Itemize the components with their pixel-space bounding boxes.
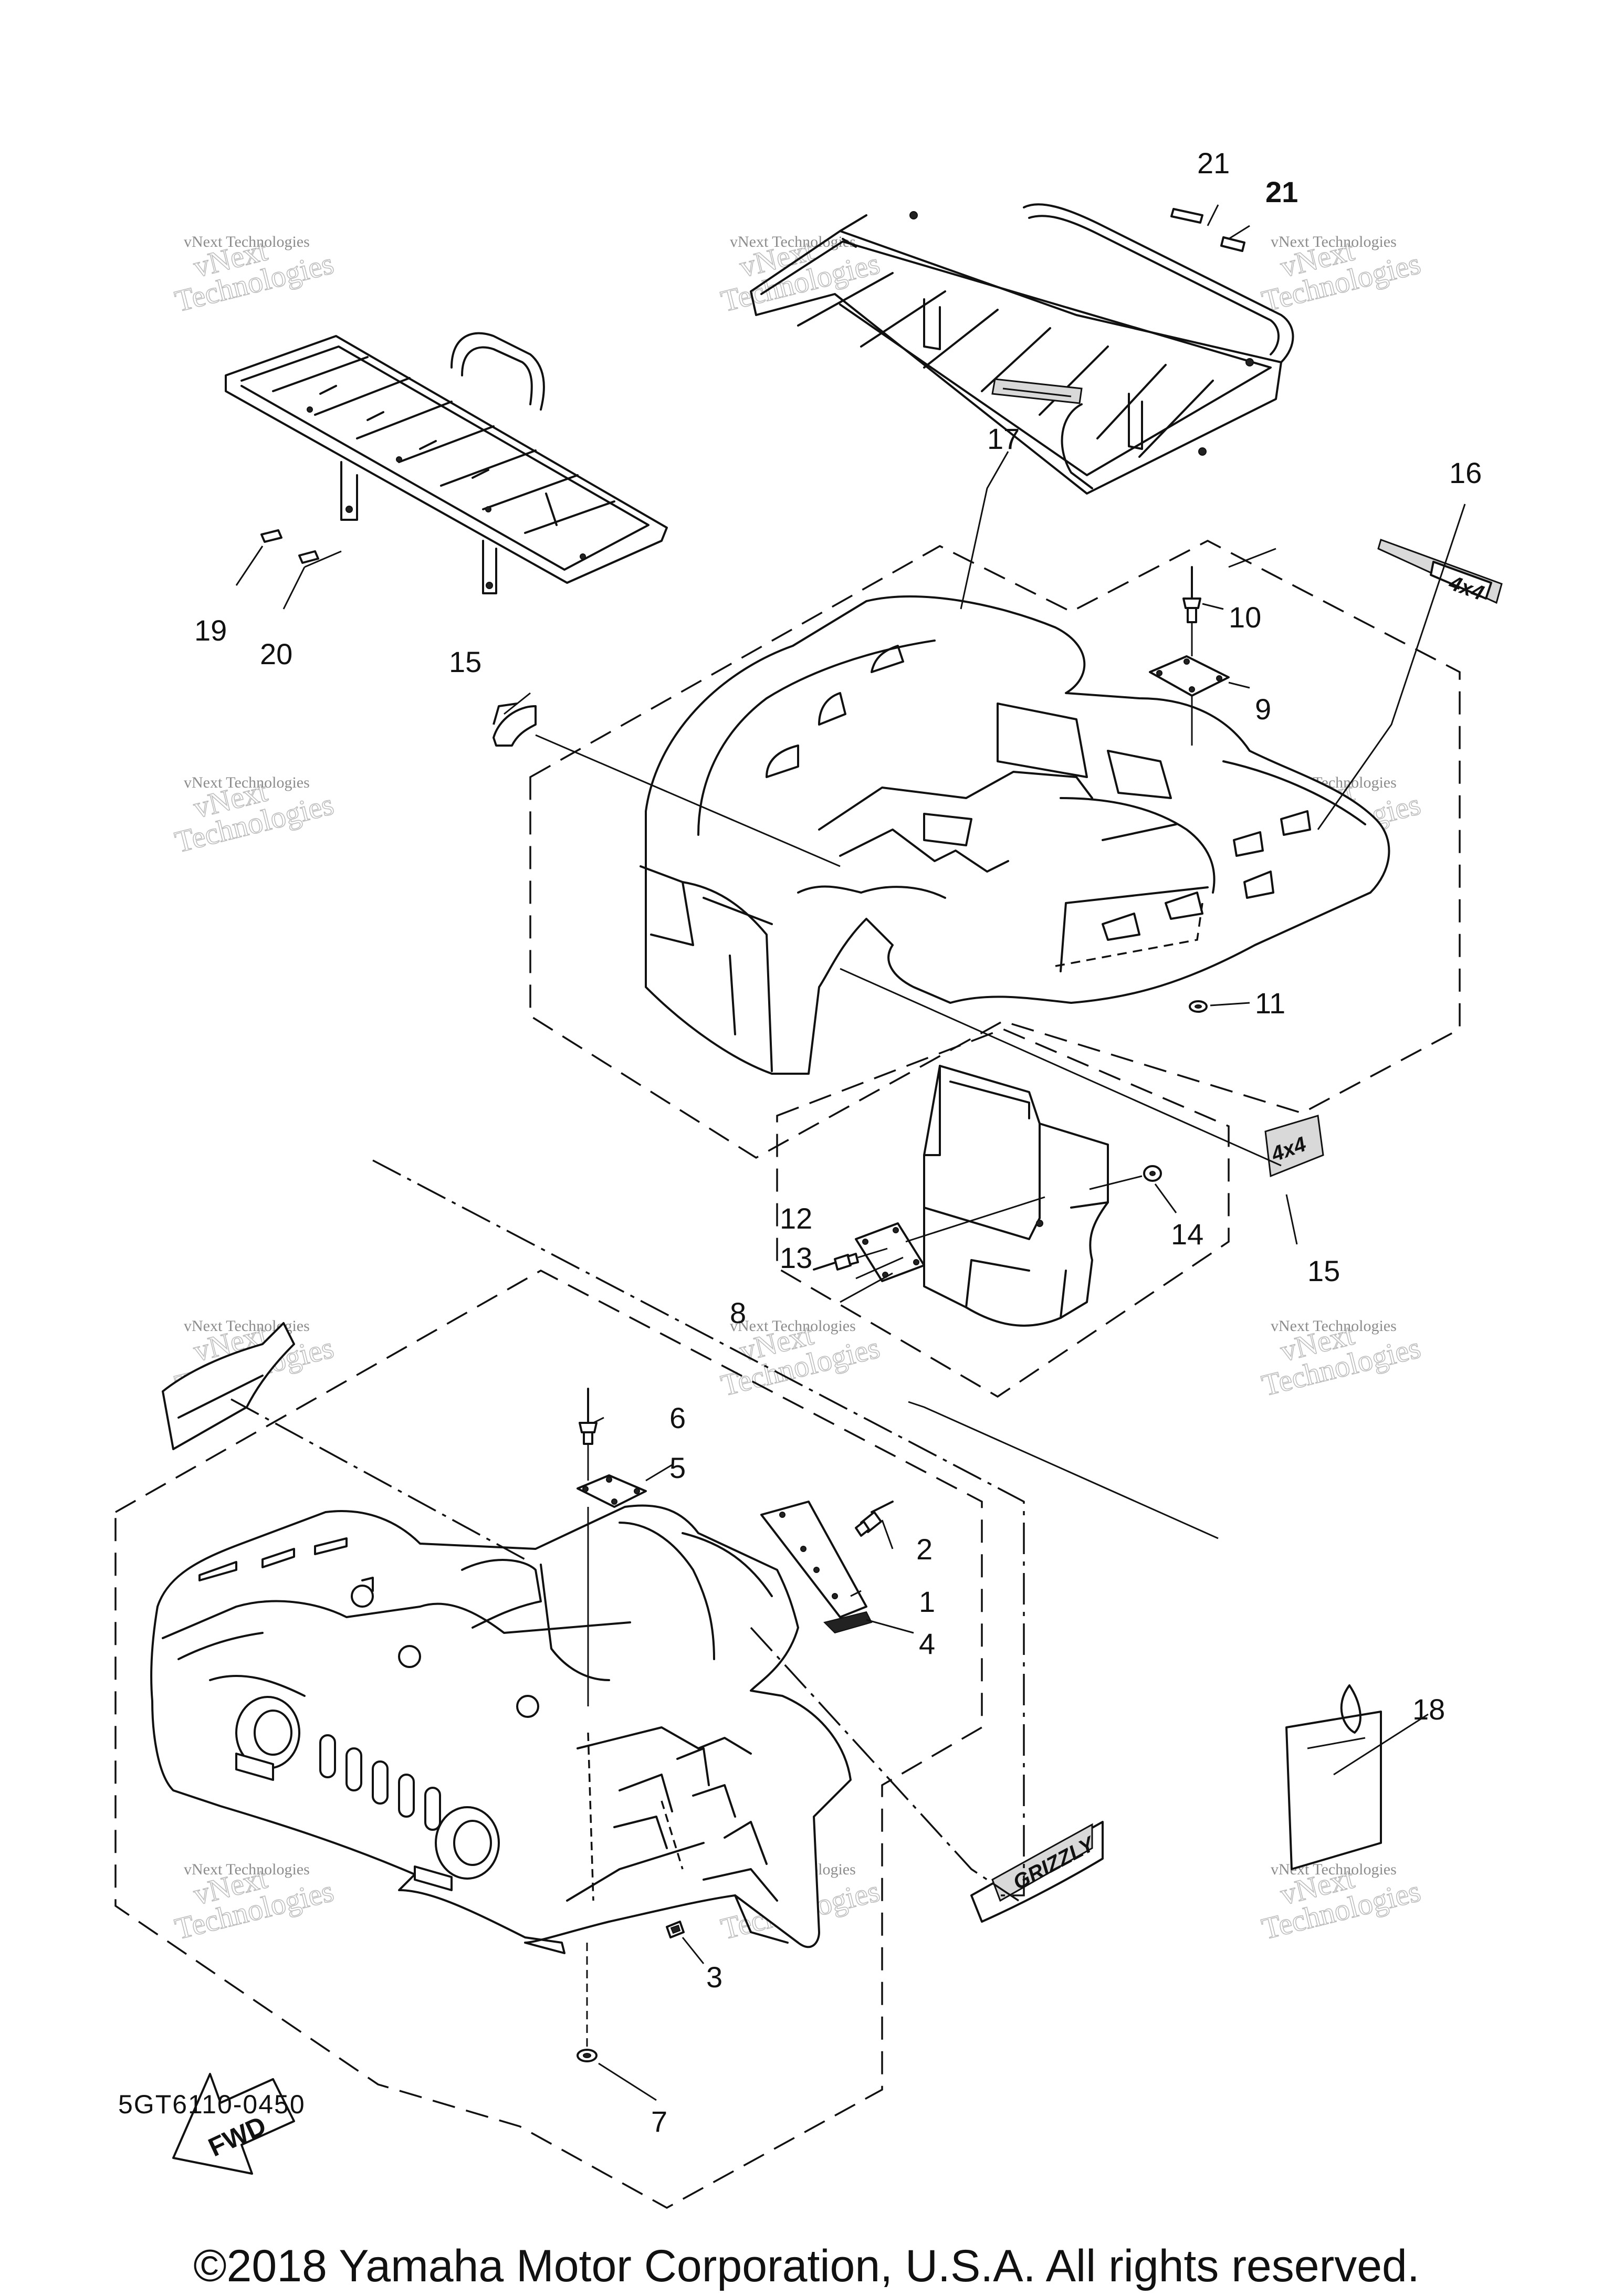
copyright-notice: ©2018 Yamaha Motor Corporation, U.S.A. A… [193, 2241, 1420, 2291]
leader-line [857, 1247, 888, 1259]
decal-21 [1170, 208, 1203, 224]
plate-5 [577, 1474, 647, 1508]
decal-17 [991, 378, 1083, 404]
grommet-3 [666, 1921, 685, 1938]
mud-flap [776, 1028, 1230, 1398]
callout-21: 21 [1265, 175, 1298, 208]
leader-line [905, 1196, 1045, 1243]
decal-20 [298, 550, 319, 564]
plate-12 [855, 1222, 925, 1282]
svg-text:vNext Technologies: vNext Technologies [730, 1317, 856, 1335]
watermark: vNext Technologies vNext Technologies [171, 1860, 338, 1946]
callout-19: 19 [194, 614, 227, 647]
svg-text:vNext Technologies: vNext Technologies [1271, 1317, 1397, 1335]
clip-13 [813, 1253, 859, 1271]
callout-10: 10 [1229, 601, 1261, 634]
callouts: 21 21 17 16 10 9 11 19 20 15 12 13 14 15… [194, 146, 1482, 2138]
fwd-arrow: FWD [172, 2073, 295, 2175]
svg-text:vNext Technologies: vNext Technologies [730, 233, 856, 250]
watermark: vNext Technologies vNext Technologies [1258, 1317, 1425, 1403]
decal-16: 4x4 [1377, 539, 1503, 605]
svg-text:vNext Technologies: vNext Technologies [1271, 1861, 1397, 1878]
watermark: vNext Technologies vNext Technologies [717, 1317, 884, 1403]
callout-20: 20 [260, 637, 292, 670]
tag-18 [1285, 1684, 1382, 1870]
svg-text:vNext Technologies: vNext Technologies [184, 774, 310, 791]
clip-10 [1182, 566, 1201, 623]
callout-17: 17 [987, 422, 1020, 455]
grommet-14 [1143, 1165, 1162, 1182]
svg-text:vNext Technologies: vNext Technologies [1271, 233, 1397, 250]
leader-line [1089, 1175, 1143, 1190]
decal-grizzly: GRIZZLY [970, 1821, 1104, 1923]
front-fender [114, 1270, 983, 2209]
plate-9 [1149, 655, 1230, 697]
callout-4: 4 [919, 1627, 935, 1660]
callout-2: 2 [916, 1533, 933, 1566]
clip-6 [579, 1388, 598, 1445]
leader-lines [235, 204, 1466, 2101]
bracket-1 [760, 1501, 867, 1618]
assembly-lines [231, 1159, 1025, 1902]
clip-2 [855, 1501, 894, 1537]
seal-4 [823, 1611, 873, 1634]
callout-11: 11 [1255, 987, 1285, 1020]
front-carrier [225, 332, 668, 594]
callout-6: 6 [669, 1401, 686, 1434]
callout-5: 5 [669, 1451, 686, 1484]
rear-carrier [750, 203, 1294, 495]
rear-fender [529, 540, 1461, 1159]
decal-21 [1220, 236, 1245, 252]
watermark: vNext Technologies vNext Technologies [171, 233, 338, 319]
grommet-7 [577, 2049, 598, 2062]
callout-15: 15 [449, 645, 481, 678]
decal-15: 4x4 [1264, 1115, 1324, 1178]
decal-19 [260, 529, 282, 543]
callout-15: 15 [1307, 1254, 1340, 1287]
callout-1: 1 [919, 1585, 935, 1618]
callout-9: 9 [1255, 693, 1271, 726]
watermark: vNext Technologies vNext Technologies [171, 773, 338, 859]
decal-8-left [162, 1322, 295, 1450]
callout-12: 12 [780, 1202, 812, 1235]
callout-14: 14 [1171, 1218, 1203, 1251]
watermark: vNext Technologies vNext Technologies [1258, 233, 1425, 319]
callout-3: 3 [706, 1960, 722, 1994]
callout-8: 8 [730, 1296, 746, 1329]
callout-16: 16 [1449, 456, 1482, 489]
svg-text:vNext Technologies: vNext Technologies [184, 1317, 310, 1335]
svg-text:vNext Technologies: vNext Technologies [184, 233, 310, 250]
callout-7: 7 [651, 2105, 667, 2138]
svg-text:vNext Technologies: vNext Technologies [184, 1861, 310, 1878]
diagram-code: 5GT6110-0450 [118, 2090, 306, 2119]
callout-21: 21 [1197, 146, 1230, 180]
callout-18: 18 [1412, 1693, 1445, 1726]
grommet-11 [1189, 1000, 1208, 1013]
decal-15 [493, 703, 537, 747]
callout-13: 13 [780, 1241, 812, 1274]
watermark: vNext Technologies vNext Technologies [1258, 1860, 1425, 1946]
